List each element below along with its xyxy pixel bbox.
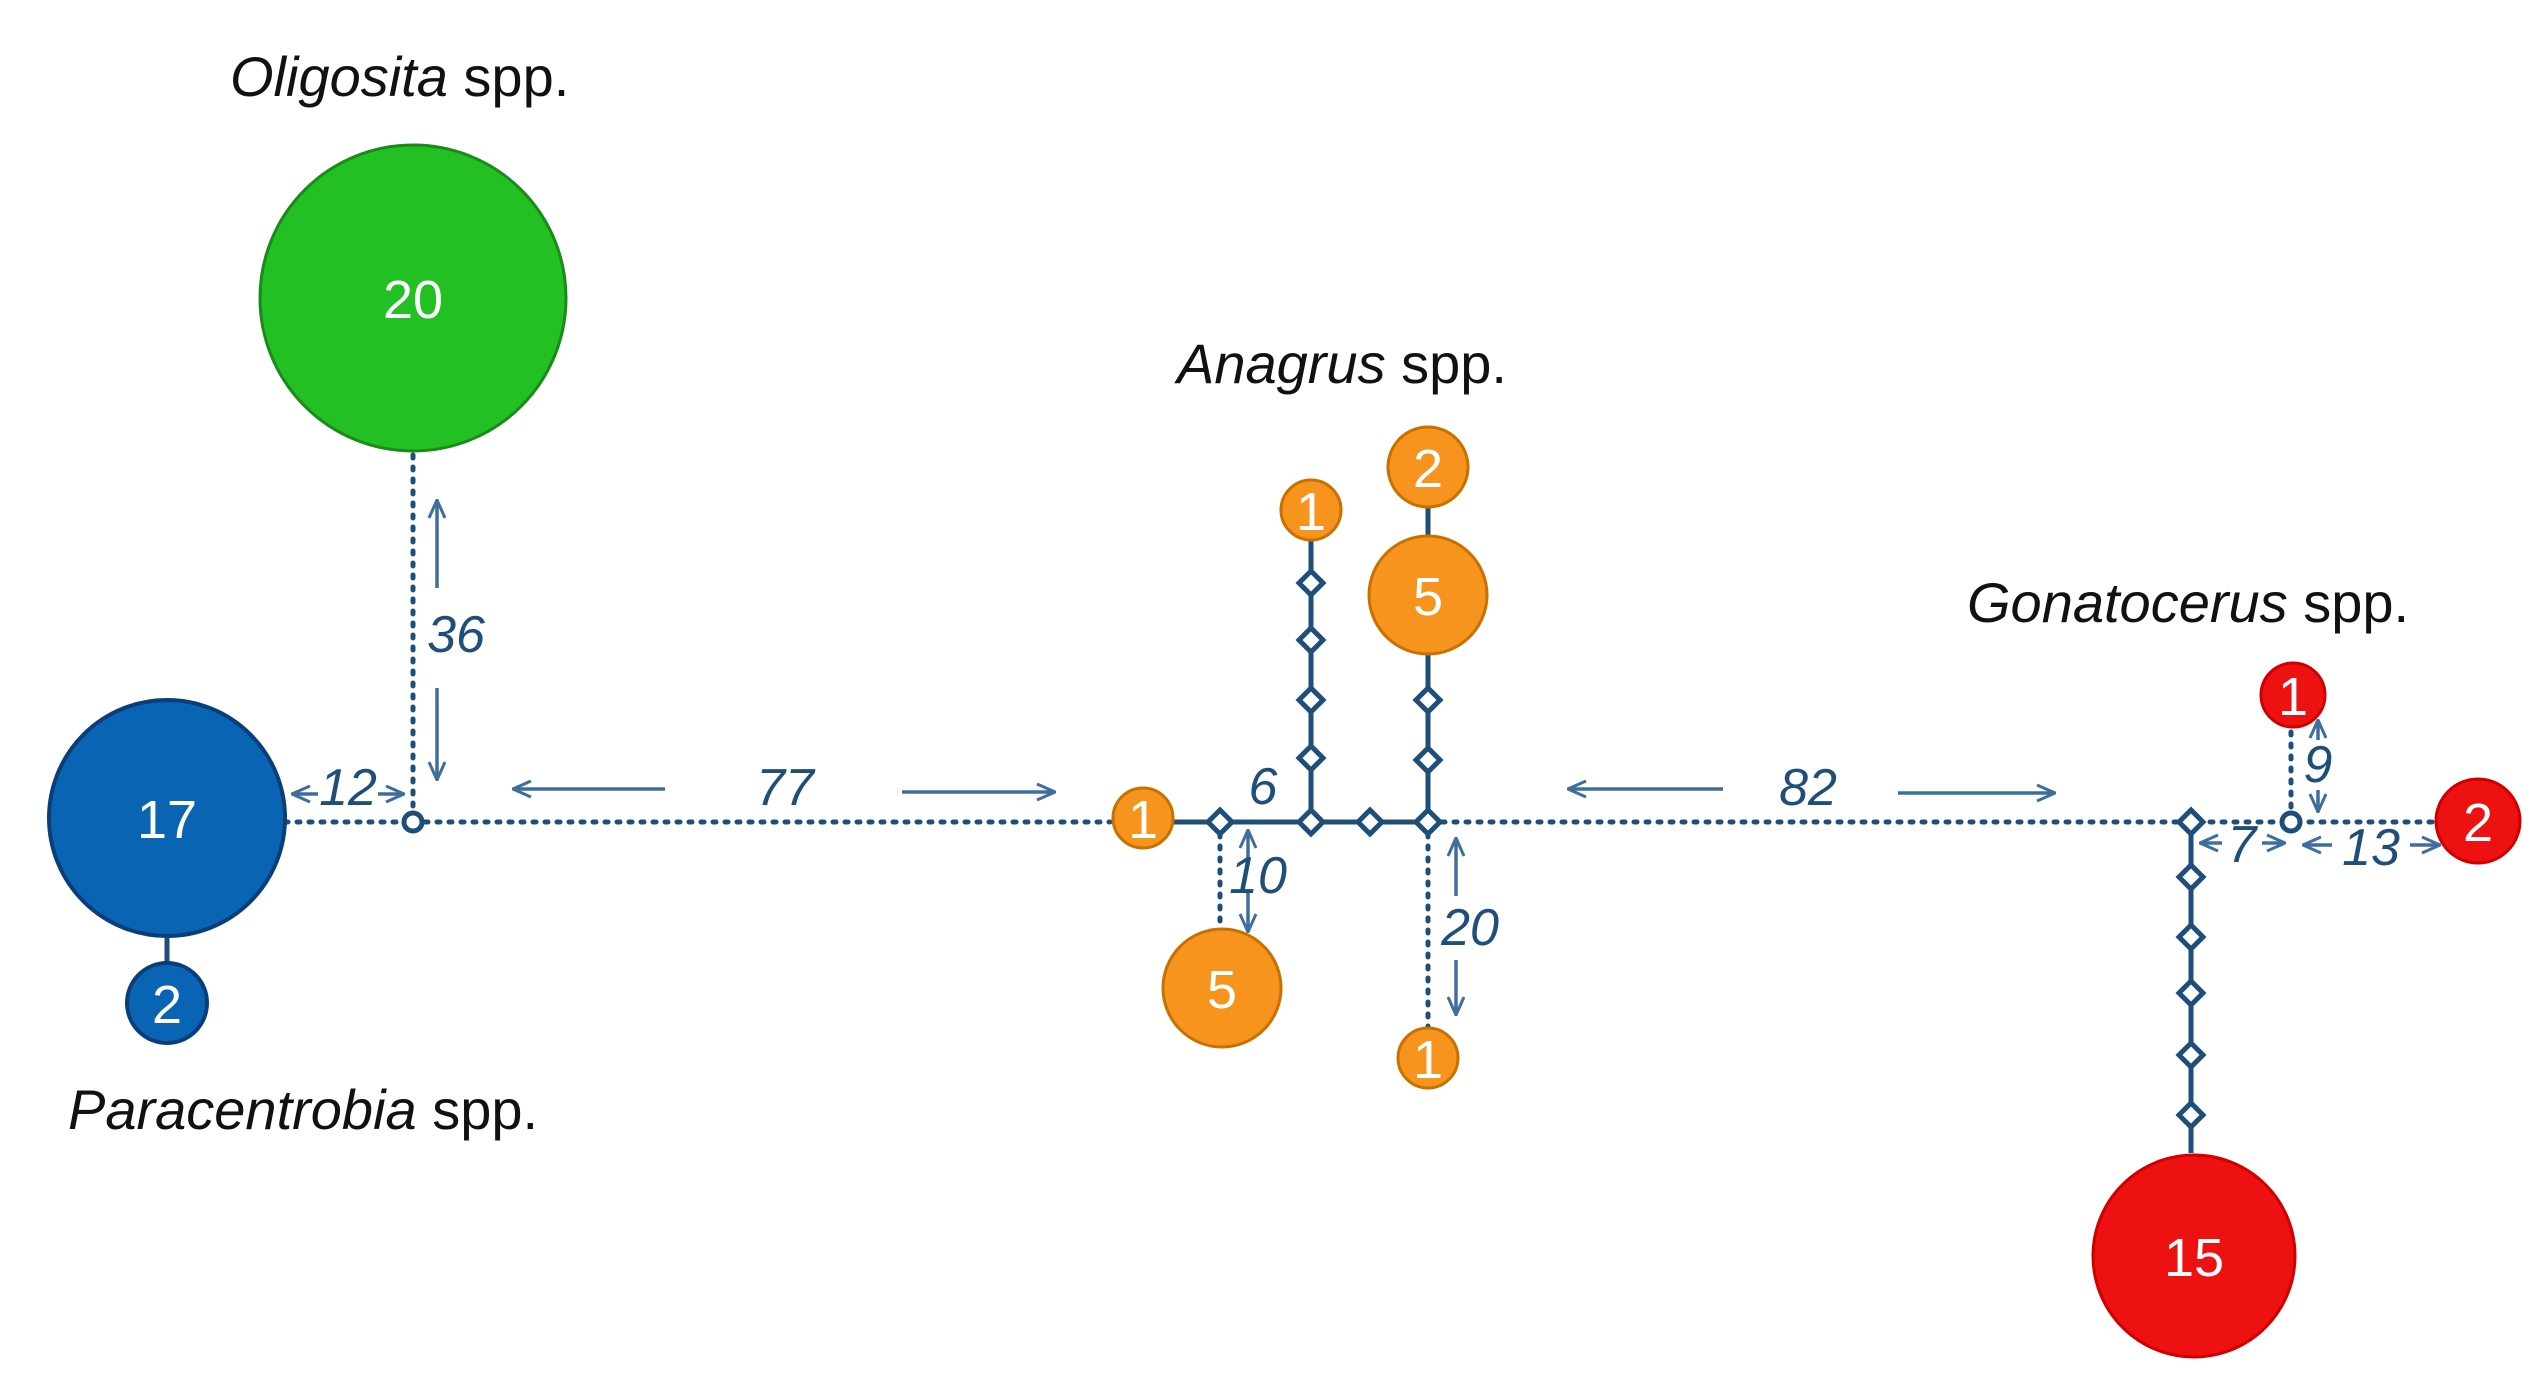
haplotype-count: 17 <box>137 790 197 850</box>
missing-haplotype-diamond <box>1295 806 1327 838</box>
step-label-36: 36 <box>427 606 485 664</box>
haplotype-anagrus-left-1: 1 <box>1111 786 1175 850</box>
network-edges <box>164 452 2443 1153</box>
genus-suffix: spp. <box>448 45 569 108</box>
haplotype-circle <box>2091 1153 2297 1359</box>
haplotype-circle <box>1279 478 1343 542</box>
genus-name: Anagrus <box>1174 332 1386 395</box>
haplotype-count: 15 <box>2164 1228 2224 1288</box>
genus-label-gonatocerus: Gonatocerus spp. <box>1967 571 2409 634</box>
haplotype-paracentrobia-17: 17 <box>47 698 287 938</box>
missing-haplotype-diamond <box>1295 624 1327 656</box>
missing-haplotype-diamond <box>1295 567 1327 599</box>
genus-suffix: spp. <box>2288 571 2409 634</box>
median-vectors <box>401 567 2303 1131</box>
missing-haplotype-diamond <box>2175 977 2207 1009</box>
genus-labels: Oligosita spp. Paracentrobia spp. Anagru… <box>68 45 2409 1141</box>
haplotype-circle <box>1396 1026 1460 1090</box>
haplotype-paracentrobia-2: 2 <box>125 961 209 1045</box>
genus-suffix: spp. <box>1386 332 1507 395</box>
median-vector-junction-left <box>401 810 425 834</box>
haplotype-count: 5 <box>1207 960 1237 1020</box>
haplotype-circle <box>1111 786 1175 850</box>
haplotype-gonatocerus-15: 15 <box>2091 1153 2297 1359</box>
haplotype-anagrus-bottom-1: 1 <box>1396 1026 1460 1090</box>
haplotype-count: 5 <box>1413 567 1443 627</box>
missing-haplotype-markers <box>1204 567 2207 1131</box>
haplotype-gonatocerus-right-2: 2 <box>2434 777 2522 865</box>
step-label-7: 7 <box>2228 816 2259 874</box>
genus-name: Gonatocerus <box>1967 571 2288 634</box>
haplotype-circle <box>2259 661 2327 729</box>
step-label-82: 82 <box>1779 759 1837 817</box>
genus-label-oligosita: Oligosita spp. <box>230 45 569 108</box>
haplotype-count: 1 <box>2278 667 2308 727</box>
step-label-12: 12 <box>319 759 377 817</box>
missing-haplotype-diamond <box>1204 806 1236 838</box>
haplotype-circle <box>1386 425 1470 509</box>
missing-haplotype-diamond <box>1354 806 1386 838</box>
haplotype-count: 20 <box>383 270 443 330</box>
missing-haplotype-diamond <box>1295 742 1327 774</box>
haplotype-count: 2 <box>152 975 182 1035</box>
step-label-13: 13 <box>2342 819 2400 877</box>
missing-haplotype-diamond <box>1412 806 1444 838</box>
haplotype-circle <box>2434 777 2522 865</box>
haplotype-anagrus-top-2: 2 <box>1386 425 1470 509</box>
missing-haplotype-diamond <box>2175 806 2207 838</box>
haplotype-anagrus-lower-5: 5 <box>1161 927 1283 1049</box>
haplotype-count: 1 <box>1413 1030 1443 1090</box>
step-labels: 36 12 77 6 10 20 82 7 9 13 <box>319 606 2400 957</box>
missing-haplotype-diamond <box>2175 1099 2207 1131</box>
haplotype-circle <box>125 961 209 1045</box>
missing-haplotype-diamond <box>1412 744 1444 776</box>
haplotype-count: 1 <box>1296 482 1326 542</box>
step-label-9: 9 <box>2304 736 2333 794</box>
haplotype-nodes: 20 17 2 1 5 1 5 2 <box>47 143 2522 1359</box>
haplotype-count: 1 <box>1128 790 1158 850</box>
step-label-77: 77 <box>756 759 816 817</box>
step-arrows <box>292 500 2440 1015</box>
genus-name: Oligosita <box>230 45 448 108</box>
missing-haplotype-diamond <box>2175 1039 2207 1071</box>
missing-haplotype-diamond <box>2175 921 2207 953</box>
step-label-10: 10 <box>1229 847 1287 905</box>
missing-haplotype-diamond <box>1412 684 1444 716</box>
haplotype-anagrus-upper-5: 5 <box>1367 534 1489 656</box>
genus-name: Paracentrobia <box>68 1078 417 1141</box>
haplotype-circle <box>47 698 287 938</box>
haplotype-gonatocerus-top-1: 1 <box>2259 661 2327 729</box>
median-vector-junction-right <box>2279 810 2303 834</box>
step-label-20: 20 <box>1440 899 1499 957</box>
genus-label-anagrus: Anagrus spp. <box>1174 332 1507 395</box>
step-label-6: 6 <box>1249 758 1278 816</box>
missing-haplotype-diamond <box>2175 861 2207 893</box>
genus-label-paracentrobia: Paracentrobia spp. <box>68 1078 538 1141</box>
haplotype-anagrus-top-1: 1 <box>1279 478 1343 542</box>
genus-suffix: spp. <box>417 1078 538 1141</box>
haplotype-count: 2 <box>2463 793 2493 853</box>
haplotype-circle <box>1161 927 1283 1049</box>
haplotype-circle <box>1367 534 1489 656</box>
haplotype-oligosita-20: 20 <box>258 143 568 453</box>
haplotype-circle <box>258 143 568 453</box>
haplotype-count: 2 <box>1413 439 1443 499</box>
missing-haplotype-diamond <box>1295 684 1327 716</box>
